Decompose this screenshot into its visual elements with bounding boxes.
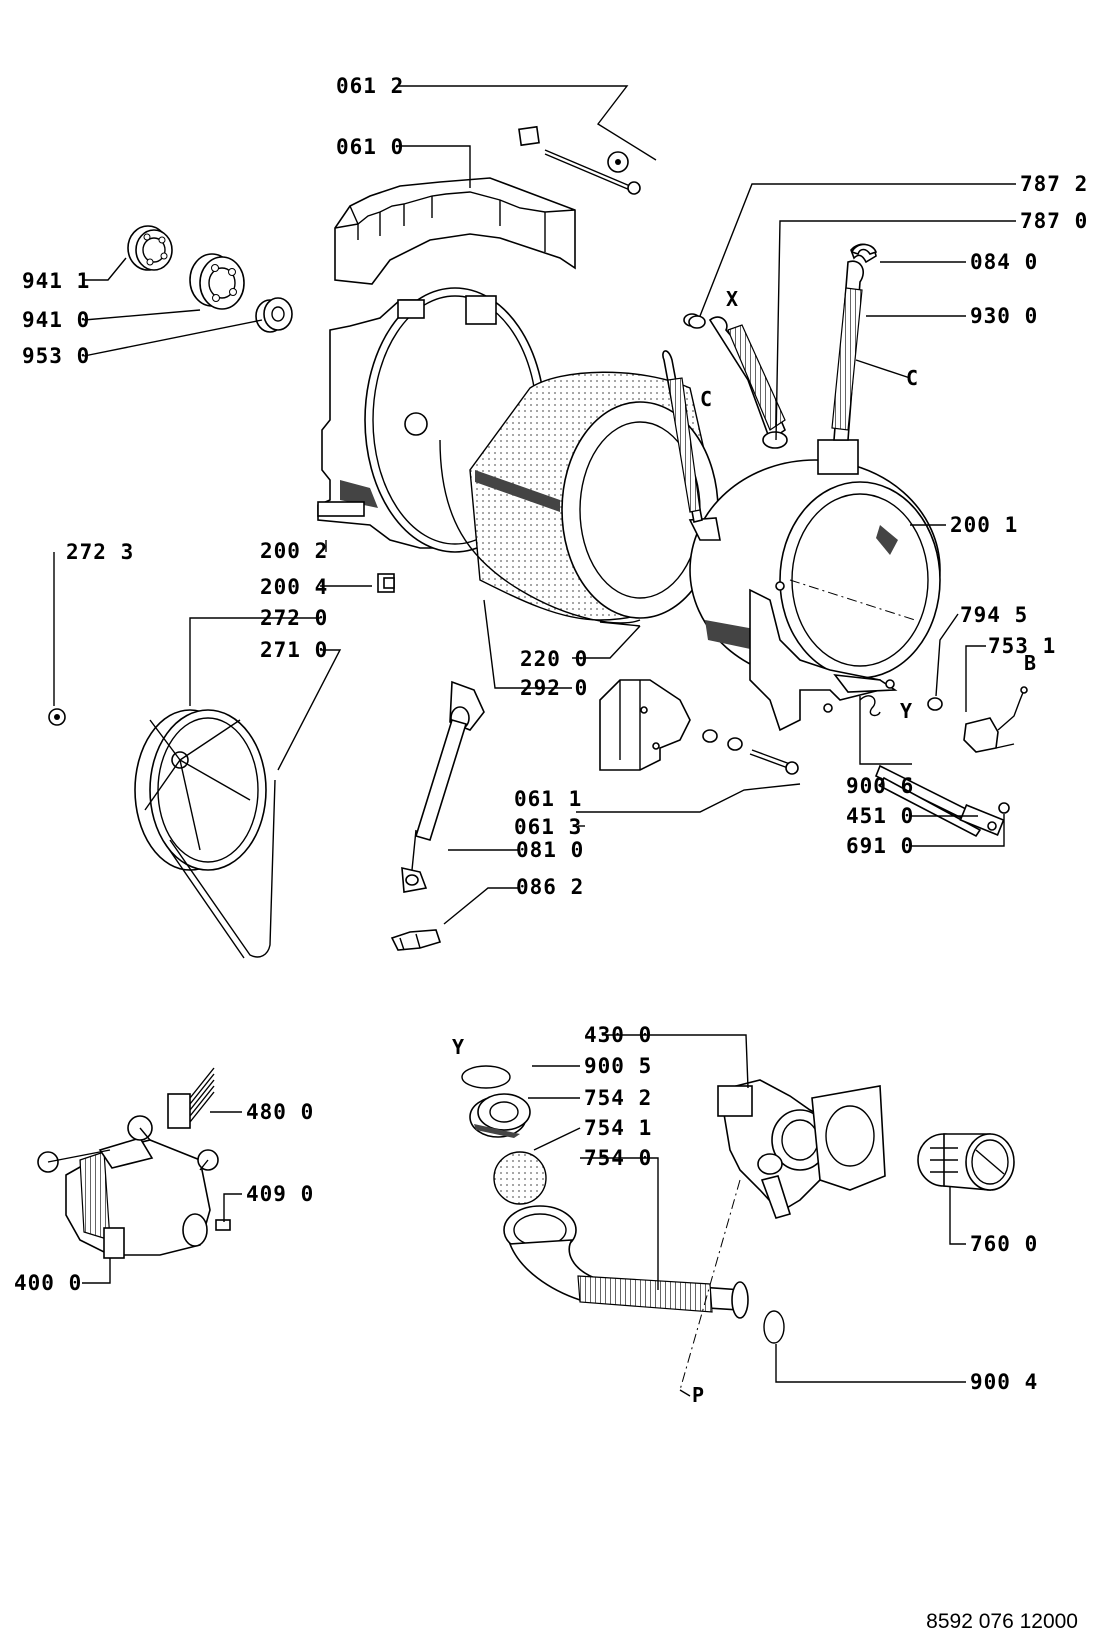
label-7540: 754 0 [584, 1146, 652, 1170]
label-7600: 760 0 [970, 1232, 1038, 1256]
part-0610-counterweight [334, 177, 576, 285]
part-9530-seal [255, 297, 293, 333]
part-9006-clip [859, 695, 881, 717]
marker-p: P [692, 1383, 705, 1407]
leader-lines [53, 85, 1016, 1397]
part-2001-front-tub [688, 439, 941, 732]
label-0613: 061 3 [514, 815, 582, 839]
label-4800: 480 0 [246, 1100, 314, 1124]
part-2723-nut [48, 708, 66, 726]
part-hose-c-left [662, 350, 703, 523]
part-4090-block [215, 1219, 231, 1231]
label-9004: 900 4 [970, 1370, 1038, 1394]
part-7540-drain-hose [503, 1205, 749, 1319]
label-4090: 409 0 [246, 1182, 314, 1206]
part-2720-pulley [134, 709, 267, 871]
label-7870: 787 0 [1020, 209, 1088, 233]
part-0613-bolt-washers [702, 729, 799, 775]
label-0810: 081 0 [516, 838, 584, 862]
label-2004: 200 4 [260, 575, 328, 599]
part-7600-filter [917, 1133, 1015, 1191]
part-6910-nut [998, 802, 1010, 814]
part-9004-clamp [763, 1310, 785, 1344]
label-2920: 292 0 [520, 676, 588, 700]
label-0612: 061 2 [336, 74, 404, 98]
label-2001: 200 1 [950, 513, 1018, 537]
letter-markers: X C C B Y Y P [452, 287, 1037, 1407]
label-2200: 220 0 [520, 647, 588, 671]
label-7872: 787 2 [1020, 172, 1088, 196]
marker-y-clamp: Y [452, 1035, 465, 1059]
part-2200-drum [439, 371, 721, 627]
marker-y-tub: Y [900, 699, 913, 723]
part-0611-weight [599, 679, 691, 771]
marker-b: B [1024, 651, 1037, 675]
part-9005-clamp [461, 1065, 511, 1089]
part-0810-shock-absorber [401, 680, 485, 893]
label-0862: 086 2 [516, 875, 584, 899]
label-9005: 900 5 [584, 1054, 652, 1078]
label-9006: 900 6 [846, 774, 914, 798]
part-2004-clip [377, 573, 395, 593]
part-7870-bellows-hose [683, 313, 788, 449]
label-6910: 691 0 [846, 834, 914, 858]
marker-x: X [726, 287, 739, 311]
part-4800-connector [167, 1067, 215, 1129]
part-4510-heater [874, 764, 1005, 838]
part-0612-rod-bracket [518, 125, 641, 195]
label-7542: 754 2 [584, 1086, 652, 1110]
label-9410: 941 0 [22, 308, 90, 332]
part-0840-clip [850, 243, 878, 256]
part-7531-sensor [963, 686, 1028, 753]
part-7541-ball [493, 1151, 547, 1205]
label-2002: 200 2 [260, 539, 328, 563]
label-7541: 754 1 [584, 1116, 652, 1140]
part-9411-bearing [127, 225, 173, 271]
label-7531: 753 1 [988, 634, 1056, 658]
part-number-labels: 061 2 061 0 941 1 941 0 953 0 787 2 787 … [14, 74, 1088, 1394]
document-number: 8592 076 12000 [926, 1610, 1078, 1633]
label-9300: 930 0 [970, 304, 1038, 328]
part-4000-motor [37, 1115, 219, 1259]
part-7542-seal [469, 1093, 531, 1138]
part-2710-belt [163, 779, 276, 959]
label-2710: 271 0 [260, 638, 328, 662]
part-4300-pump [679, 1079, 886, 1391]
label-2723: 272 3 [66, 540, 134, 564]
label-2720: 272 0 [260, 606, 328, 630]
label-0840: 084 0 [970, 250, 1038, 274]
label-9411: 941 1 [22, 269, 90, 293]
label-4510: 451 0 [846, 804, 914, 828]
part-7945-bushing [927, 697, 943, 711]
part-7872-clamp [688, 315, 706, 329]
label-0611: 061 1 [514, 787, 582, 811]
marker-c-right: C [906, 366, 919, 390]
label-7945: 794 5 [960, 603, 1028, 627]
label-0610: 061 0 [336, 135, 404, 159]
part-9410-bearing [189, 253, 245, 310]
part-9300-hose [831, 243, 877, 441]
label-4300: 430 0 [584, 1023, 652, 1047]
marker-c-left: C [700, 387, 713, 411]
label-9530: 953 0 [22, 344, 90, 368]
label-4000: 400 0 [14, 1271, 82, 1295]
part-0862-foot [390, 929, 442, 951]
